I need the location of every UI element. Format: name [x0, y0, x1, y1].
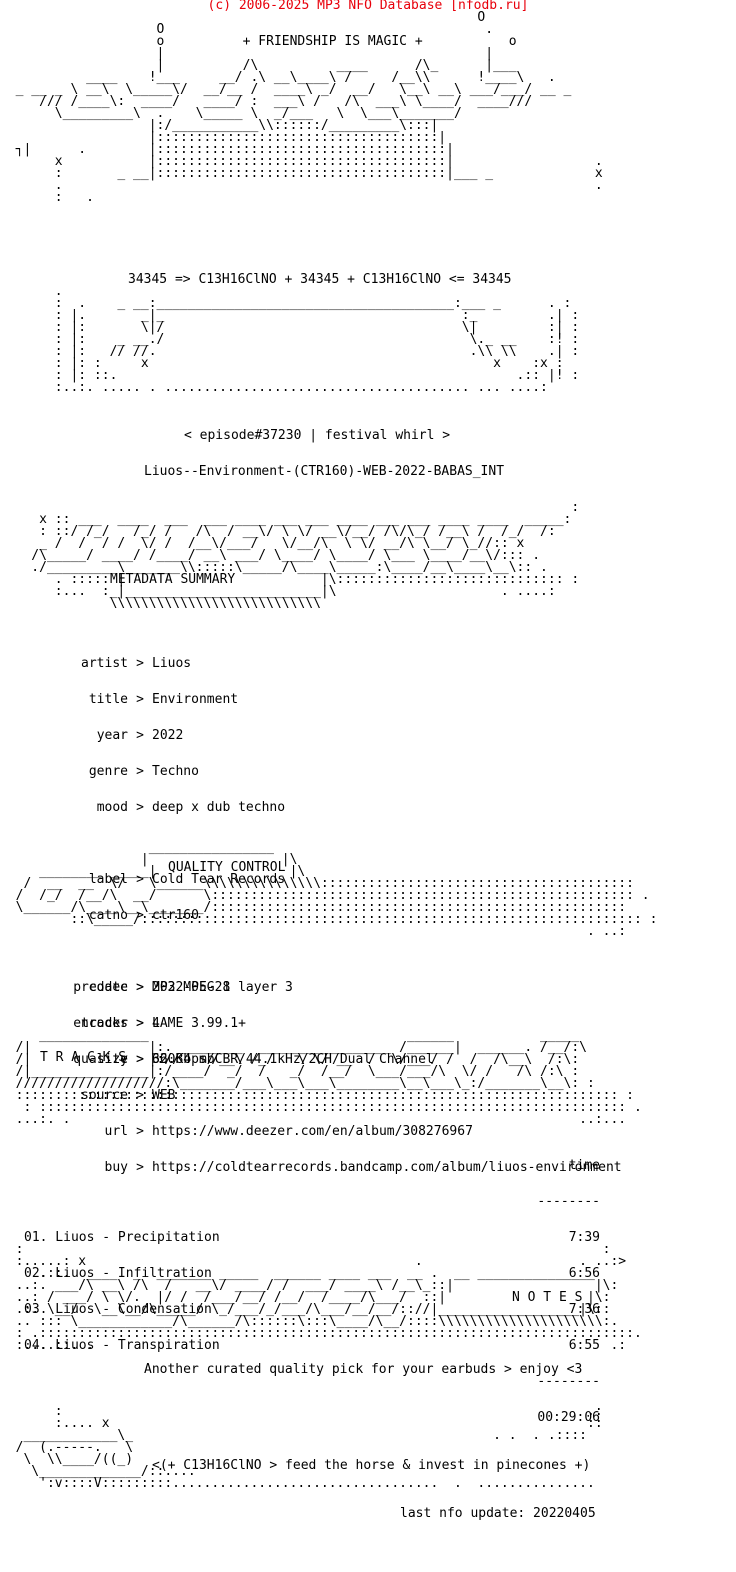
tagline: + FRIENDSHIP IS MAGIC +	[242, 34, 423, 49]
field-title: title>Environment	[88, 692, 239, 707]
notes-art: : : :.....: x . . ..:> .::. ____ _ _____…	[15, 1242, 642, 1353]
field-year: year>2022	[96, 728, 184, 743]
field-size: size>66.84 mb	[96, 1052, 215, 1067]
field-catno: catno>ctr160	[88, 908, 199, 923]
time-rule-bottom: --------	[537, 1374, 600, 1389]
total-time: 00:29:06	[537, 1410, 600, 1425]
last-update: last nfo update: 20220405	[400, 1506, 596, 1521]
field-codec: codec>MP3 MPEG 1 layer 3	[88, 980, 293, 995]
field-buy[interactable]: buy>https://coldtearrecords.bandcamp.com…	[104, 1160, 622, 1175]
field-encoder: encoder>LAME 3.99.1+	[73, 1016, 246, 1031]
episode-line: < episode#37230 | festival whirl >	[184, 428, 451, 443]
field-source: source>WEB	[81, 1088, 176, 1103]
metadata-list: artist>Liuos title>Environment year>2022…	[0, 634, 736, 1198]
notes-text: Another curated quality pick for your ea…	[144, 1362, 583, 1377]
field-quality: quality>320Kbps/CBR/44.1kHz/2CH/Dual Cha…	[73, 1052, 434, 1067]
footer-art: : .: :.... x :: ____________\_	[15, 1404, 603, 1491]
field-label: label>Cold Tear Records	[88, 872, 286, 887]
field-tracks: tracks>4	[81, 1016, 160, 1031]
notes-title: N O T E S	[512, 1290, 583, 1305]
tracks-art: ______________ ______ _____ /| |:. _____…	[15, 1028, 642, 1127]
tracks-title: T R A C K S	[40, 1050, 127, 1065]
field-genre: genre>Techno	[88, 764, 199, 779]
release-name: Liuos--Environment-(CTR160)-WEB-2022-BAB…	[144, 464, 505, 479]
formula: 34345 => C13H16ClNO + 34345 + C13H16ClNO…	[128, 272, 512, 287]
site-header: (c) 2006-2025 MP3 NFO Database [nfodb.ru…	[207, 0, 529, 13]
banner-art: O O . o + FRIENDSHIP IS MAGIC + o | |	[15, 10, 603, 205]
field-predate: predate>2022-05-28	[73, 980, 231, 995]
field-url[interactable]: url>https://www.deezer.com/en/album/3082…	[104, 1124, 473, 1139]
field-mood: mood>deep x dub techno	[96, 800, 286, 815]
time-rule-top: --------	[537, 1194, 600, 1209]
metadata-art: : x :: ___ ____ ___ ___ ____ ___ ___ ___…	[31, 500, 580, 611]
quality-title: QUALITY CONTROL	[168, 860, 286, 875]
footer-slogan: <(+ C13H16ClNO > feed the horse & invest…	[152, 1458, 591, 1473]
field-artist: artist>Liuos	[81, 656, 192, 671]
metadata-title: METADATA SUMMARY	[110, 572, 236, 587]
quality-art: ________________ | |\ ________ _____| |\…	[15, 840, 658, 939]
time-header: time	[568, 1158, 600, 1173]
quality-list: codec>MP3 MPEG 1 layer 3 encoder>LAME 3.…	[0, 958, 736, 1126]
banner-art-lower: . : . _ __:_____________________________…	[54, 284, 580, 395]
